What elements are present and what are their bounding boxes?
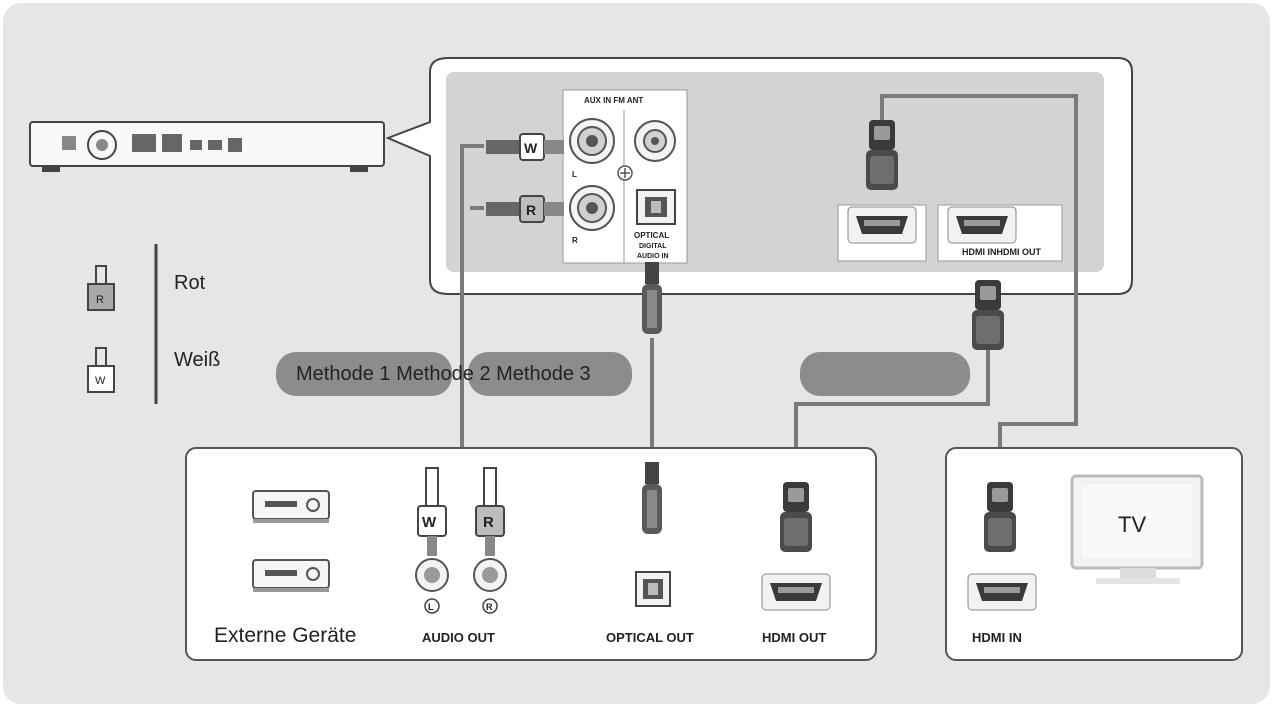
hdmi-out-port-external xyxy=(761,573,831,611)
aux-right-mark: R xyxy=(572,236,578,245)
svg-text:W: W xyxy=(95,375,106,387)
hdmi-plug-panel-in xyxy=(866,120,898,190)
external-player-1-icon xyxy=(252,490,330,524)
method-3-pill xyxy=(800,352,970,396)
aux-right-jack xyxy=(569,185,615,231)
hdmi-in-port-tv xyxy=(967,573,1037,611)
svg-text:W: W xyxy=(422,514,437,531)
rca-plug-white-external: W xyxy=(417,467,447,556)
svg-text:R: R xyxy=(526,202,536,218)
legend-white-plug-icon: W xyxy=(87,347,115,393)
external-devices-box xyxy=(185,447,877,661)
hdmi-in-port xyxy=(847,206,917,244)
aux-left-mark: L xyxy=(572,170,577,179)
tv-hdmi-in-label: HDMI IN xyxy=(972,630,1022,645)
hdmi-panel-label: HDMI INHDMI OUT xyxy=(962,247,1041,257)
ground-screw-icon xyxy=(617,165,633,181)
optical-in-label-1: OPTICAL xyxy=(634,231,669,240)
aux-left-jack xyxy=(569,118,615,164)
hdmi-plug-external xyxy=(780,482,812,552)
audio-out-label: AUDIO OUT xyxy=(422,630,495,645)
rca-plug-white-panel: W xyxy=(486,133,564,161)
optical-in-label-2: DIGITAL xyxy=(639,243,667,250)
hdmi-out-label: HDMI OUT xyxy=(762,630,826,645)
legend-red-plug-icon: R xyxy=(87,265,115,311)
tv-icon xyxy=(1070,474,1204,584)
optical-in-port xyxy=(636,189,676,225)
rca-plug-red-external: R xyxy=(475,467,505,556)
audio-out-l-jack xyxy=(415,558,449,592)
aux-fm-header: AUX IN FM ANT xyxy=(584,96,643,105)
hdmi-out-port xyxy=(947,206,1017,244)
svg-text:W: W xyxy=(524,140,538,156)
audio-r-mark: R xyxy=(482,598,498,614)
audio-out-r-jack xyxy=(473,558,507,592)
optical-out-port xyxy=(635,571,671,607)
optical-out-label: OPTICAL OUT xyxy=(606,630,694,645)
svg-text:R: R xyxy=(96,294,104,306)
external-devices-title: Externe Geräte xyxy=(214,624,356,647)
fm-antenna-jack xyxy=(634,120,676,162)
optical-plug-panel xyxy=(642,262,662,334)
legend-red-label: Rot xyxy=(174,272,206,294)
rca-plug-red-panel: R xyxy=(486,195,564,223)
method-2-pill xyxy=(468,352,632,396)
optical-in-label-3: AUDIO IN xyxy=(637,253,669,260)
receiver-back-view xyxy=(29,121,385,172)
legend-white-label: Weiß xyxy=(174,349,220,371)
tv-label: TV xyxy=(1118,512,1146,537)
svg-text:R: R xyxy=(486,602,493,612)
hdmi-plug-tv xyxy=(984,482,1016,552)
audio-l-mark: L xyxy=(424,598,440,614)
legend: R W Rot Weiß xyxy=(87,244,220,404)
external-player-2-icon xyxy=(252,559,330,593)
svg-text:R: R xyxy=(483,514,494,531)
svg-text:L: L xyxy=(428,602,434,612)
method-1-pill xyxy=(276,352,452,396)
hdmi-plug-panel-out xyxy=(972,280,1004,350)
methods-label: Methode 1 Methode 2 Methode 3 xyxy=(296,363,591,385)
optical-plug-external xyxy=(642,462,662,534)
